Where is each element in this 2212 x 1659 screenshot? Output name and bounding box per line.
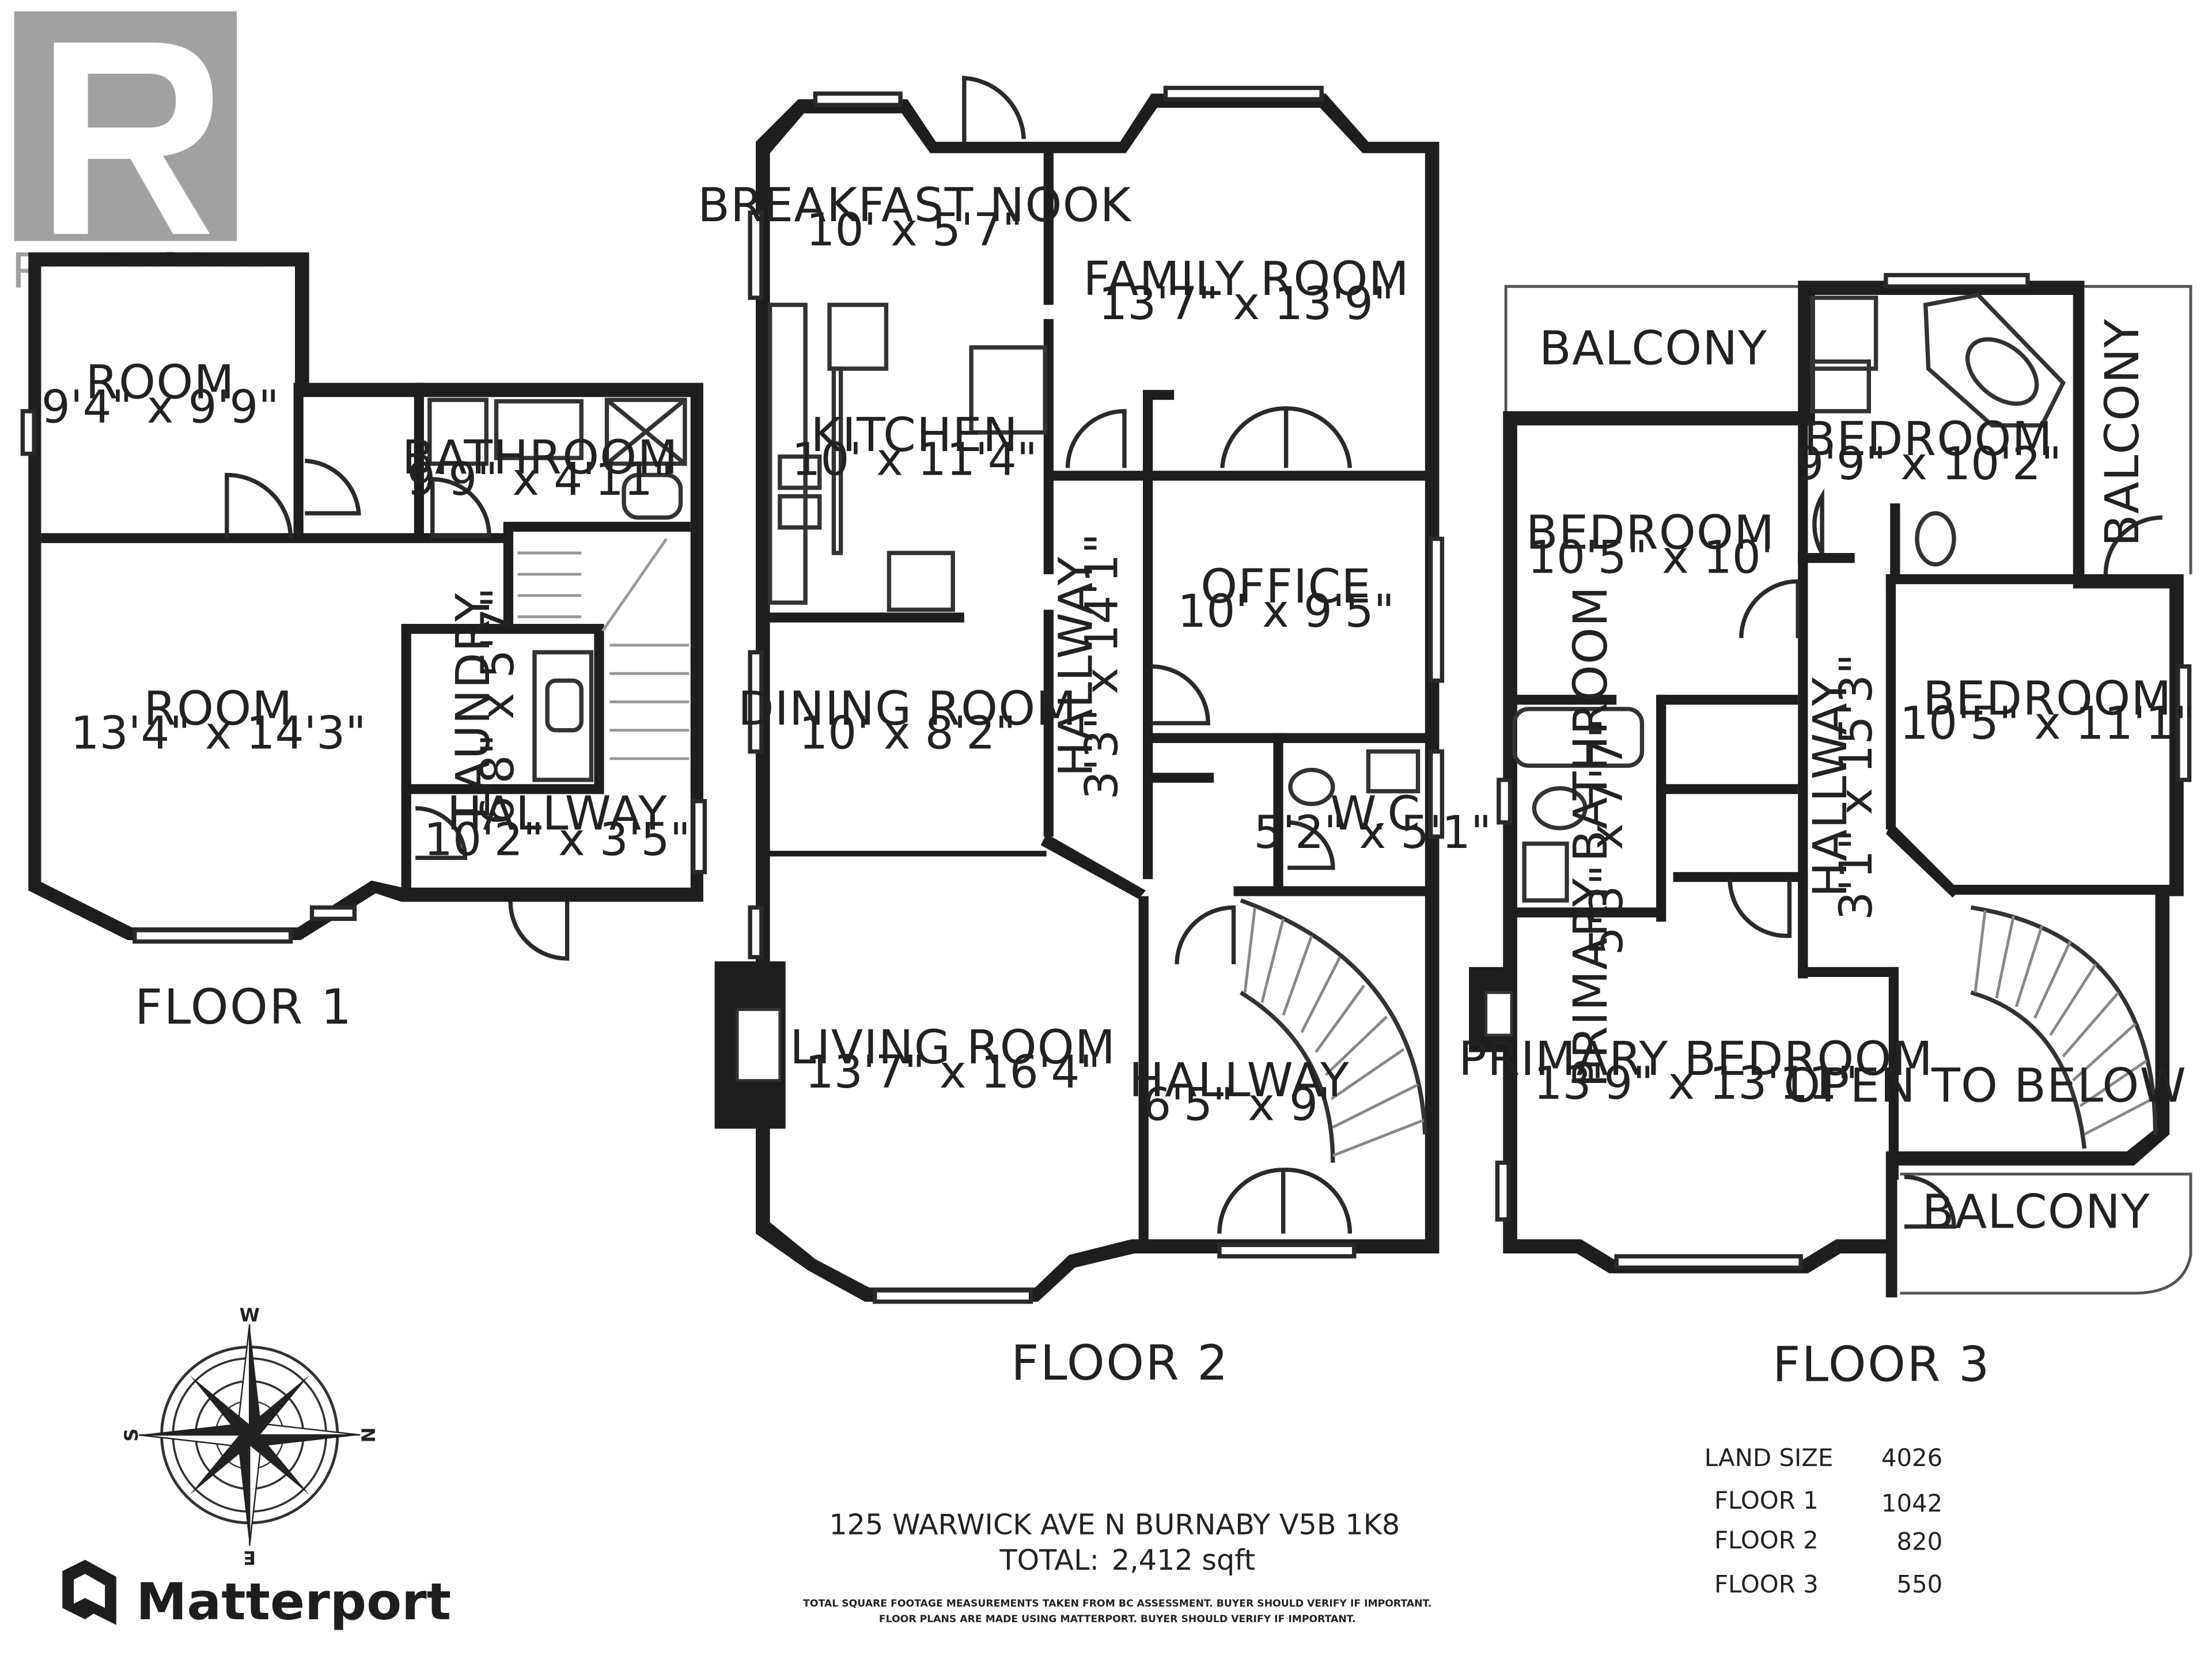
area-value: 1042 [1881, 1489, 1942, 1517]
room-dims: 13'9" x 13'11" [1533, 1057, 1858, 1110]
room-dims: 3'1" x 15'3" [1830, 654, 1883, 921]
room-name: OPEN TO BELOW [1783, 1059, 2187, 1113]
area-value: 820 [1896, 1527, 1942, 1555]
area-summary: LAND SIZE 4026 FLOOR 1 1042 FLOOR 2 820 … [1705, 1444, 1943, 1598]
compass-e: E [243, 1547, 256, 1569]
room-name: W.C [1330, 787, 1421, 841]
room-dims: 13'7" x 13'9" [1099, 277, 1394, 330]
room-name: BREAKFAST NOOK [698, 179, 1132, 233]
property-address: 125 WARWICK AVE N BURNABY V5B 1K8 [829, 1508, 1400, 1541]
room-dims: 10'5" x 10' [1528, 531, 1774, 584]
room-dims: 3'3" x 14'1" [1075, 533, 1128, 800]
room-name: PRIMARY BEDROOM [1459, 1032, 1933, 1086]
compass-rose-icon: W E S N [120, 1304, 379, 1569]
room-dims: 13'7" x 16'4" [805, 1046, 1101, 1099]
room-name: OFFICE [1200, 560, 1372, 614]
room-dims: 10' x 9'5" [1177, 585, 1395, 638]
room-dims: 6'8" x 5'7" [471, 587, 524, 825]
total-label: TOTAL: [999, 1543, 1099, 1577]
disclaimer-line-2: FLOOR PLANS ARE MADE USING MATTERPORT. B… [879, 1613, 1356, 1625]
room-dims: 10'2" x 3'5" [424, 813, 691, 866]
area-label: FLOOR 1 [1714, 1486, 1819, 1514]
matterport-brand: Matterport [62, 1559, 451, 1631]
room-dims: 13'4" x 14'3" [71, 707, 366, 760]
floor-1-plan: ROOM 9'4" x 9'9" BATHROOM 9'9" x 4'11" R… [20, 252, 707, 1035]
room-name: PRIMARY BATHROOM [1564, 586, 1618, 1088]
room-dims: 9'4" x 9'9" [41, 381, 279, 434]
floor-3-plan: BALCONY BEDROOM 9'9" x 10'2" BALCONY BED… [1459, 272, 2195, 1393]
room-dims: 10' x 8'2" [799, 707, 1016, 760]
matterport-text: Matterport [136, 1572, 451, 1631]
room-dims: 6'5" x 9' [1142, 1078, 1330, 1131]
disclaimer-line-1: TOTAL SQUARE FOOTAGE MEASUREMENTS TAKEN … [803, 1598, 1431, 1609]
room-dims: 5'2" x 5'1" [1253, 806, 1491, 859]
room-name: LIVING ROOM [790, 1021, 1116, 1075]
matterport-logo-icon [62, 1559, 116, 1625]
total-value: 2,412 sqft [1112, 1543, 1255, 1577]
room-dims: 5'3" x 7'7" [1580, 718, 1633, 956]
room-name: DINING ROOM [738, 682, 1077, 736]
area-value: 550 [1896, 1570, 1942, 1598]
area-value: 4026 [1881, 1444, 1942, 1472]
room-name: BEDROOM [1526, 506, 1775, 560]
room-name: KITCHEN [810, 408, 1018, 463]
room-dims: 10' x 5'7" [806, 203, 1023, 256]
room-name: HALLWAY [1804, 677, 1858, 897]
room-name: ROOM [143, 682, 293, 736]
room-dims: 9'9" x 4'11" [407, 453, 673, 506]
floor-2-plan: BREAKFAST NOOK 10' x 5'7" FAMILY ROOM 13… [698, 75, 1491, 1391]
room-name: ROOM [86, 356, 235, 410]
room-dims: 9'9" x 10'2" [1795, 437, 2062, 490]
compass-n: N [357, 1427, 379, 1443]
room-name: BALCONY [1539, 322, 1767, 376]
floor-label: FLOOR 3 [1772, 1336, 1991, 1393]
room-dims: 10'5" x 11'1" [1900, 696, 2195, 749]
area-label: FLOOR 3 [1714, 1570, 1819, 1598]
area-label: FLOOR 2 [1714, 1526, 1819, 1554]
room-name: BEDROOM [1804, 412, 2053, 467]
room-name: HALLWAY [1129, 1054, 1350, 1108]
area-label: LAND SIZE [1705, 1444, 1834, 1472]
room-name: LAUNDRY [446, 592, 501, 820]
room-name: BATHROOM [402, 431, 679, 485]
room-name: FAMILY ROOM [1083, 252, 1410, 306]
room-name: BEDROOM [1923, 672, 2172, 726]
floor-label: FLOOR 1 [135, 979, 353, 1035]
room-dims: 10' x 11'4" [791, 433, 1037, 486]
room-name: BALCONY [2096, 319, 2150, 547]
room-name: BALCONY [1922, 1185, 2150, 1240]
room-name: HALLWAY [447, 787, 668, 841]
compass-s: S [120, 1429, 142, 1442]
compass-w: W [240, 1304, 260, 1326]
room-name: HALLWAY [1049, 556, 1103, 777]
floor-label: FLOOR 2 [1011, 1335, 1229, 1391]
